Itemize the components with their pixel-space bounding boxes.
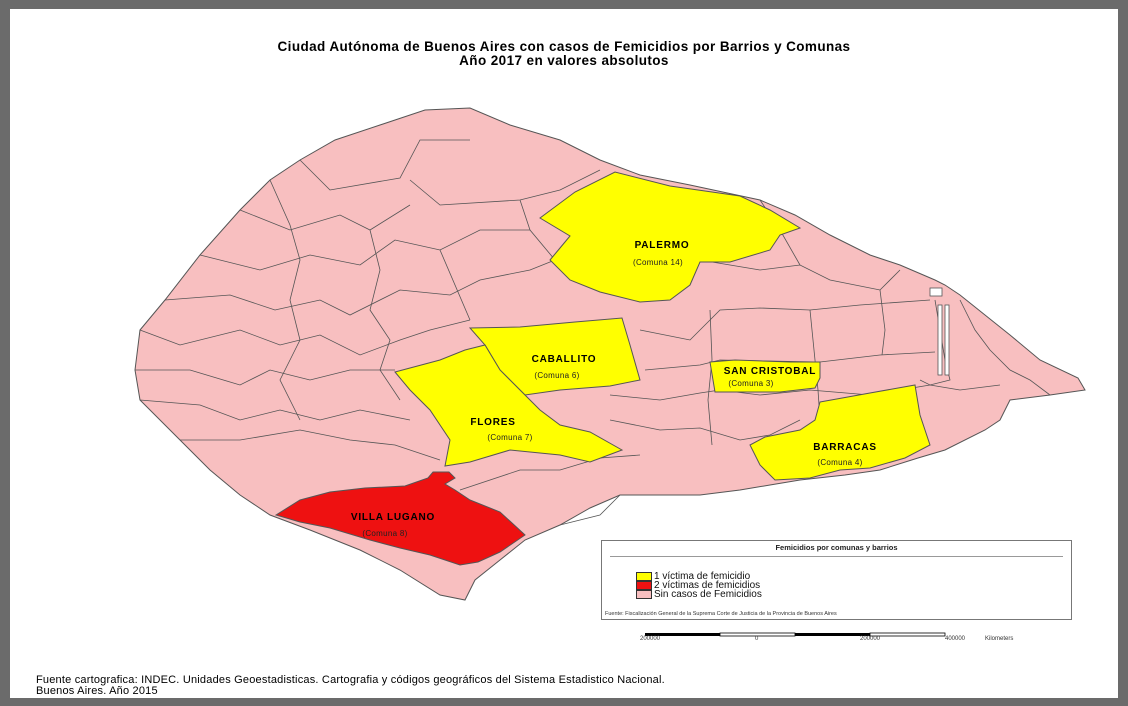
footer-source: Fuente cartografica: INDEC. Unidades Geo… [36,674,665,686]
label-barracas: BARRACAS [813,442,877,453]
map-legend: Femicidios por comunas y barrios 1 vícti… [601,540,1072,620]
label-flores: FLORES [470,417,515,428]
label-palermo: PALERMO [635,240,690,251]
scale-tick-0: 200000 [640,636,661,642]
region-san-cristobal [709,359,821,393]
legend-label-no-cases: Sin casos de Femicidios [654,589,762,600]
legend-title: Femicidios por comunas y barrios [775,543,898,552]
legend-swatch-one-victim [636,572,652,581]
legend-swatch-two-victims [636,581,652,590]
label-palermo-comuna: (Comuna 14) [633,258,683,267]
scale-tick-3: 400000 [945,636,966,642]
region-villa-lugano [274,471,526,566]
map-subtitle: Año 2017 en valores absolutos [459,53,669,68]
region-barracas [749,384,931,481]
label-caballito: CABALLITO [532,354,597,365]
scale-tick-1: 0 [755,636,759,642]
region-flores [394,344,624,467]
port-docks [929,287,950,376]
scale-unit: Kilometers [985,636,1014,642]
label-san-cristobal-comuna: (Comuna 3) [728,379,773,388]
label-villa-lugano-comuna: (Comuna 8) [362,529,407,538]
legend-label-one-victim: 1 víctima de femicidio [654,571,751,582]
label-san-cristobal: SAN CRISTOBAL [724,366,816,377]
label-caballito-comuna: (Comuna 6) [534,371,579,380]
map-title: Ciudad Autónoma de Buenos Aires con caso… [277,39,851,54]
legend-label-two-victims: 2 víctimas de femicidios [654,580,761,591]
legend-divider [610,556,1063,557]
legend-swatch-no-cases [636,590,652,599]
footer-source-year: Buenos Aires. Año 2015 [36,685,158,697]
region-palermo [539,171,802,303]
barrio-borders [135,139,1051,526]
scale-tick-2: 200000 [860,636,881,642]
label-flores-comuna: (Comuna 7) [487,433,532,442]
legend-source: Fuente: Fiscalización General de la Supr… [605,611,837,617]
scale-bar [645,632,946,637]
label-barracas-comuna: (Comuna 4) [817,458,862,467]
label-villa-lugano: VILLA LUGANO [351,512,435,523]
